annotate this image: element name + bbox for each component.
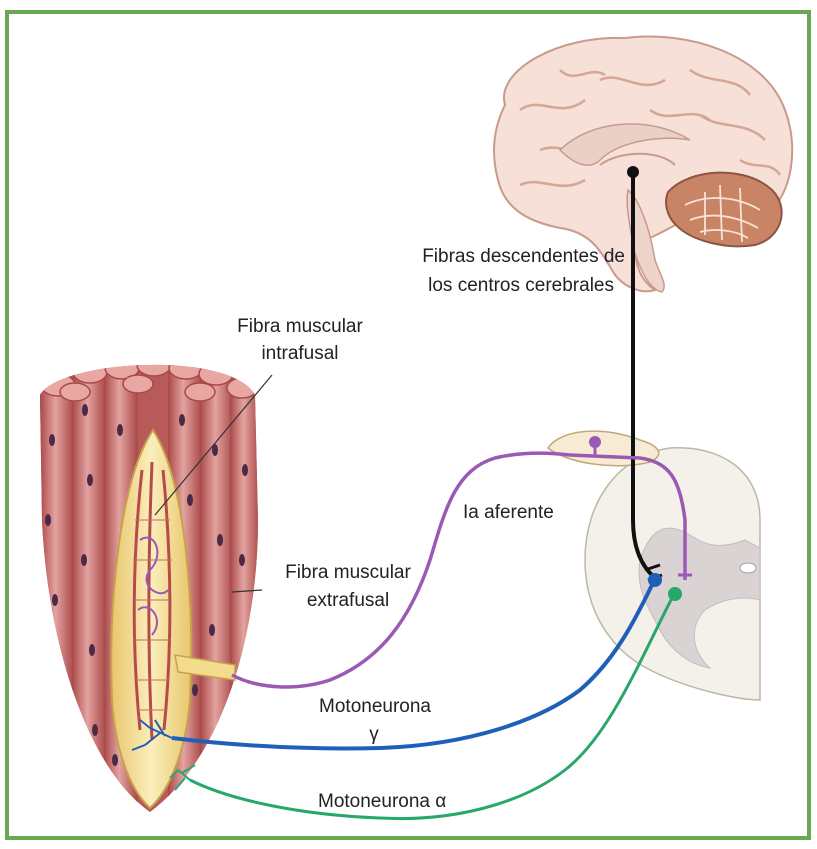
intrafusal-label-line1: Fibra muscular [237,316,363,337]
intrafusal-label-line2: intrafusal [261,343,338,364]
alpha-label: Motoneurona α [318,791,446,812]
afferent-label: Ia aferente [463,502,554,523]
gamma-label-line1: Motoneurona [319,696,431,717]
extrafusal-label-line1: Fibra muscular [285,562,411,583]
extrafusal-label-line2: extrafusal [307,590,389,611]
gamma-label-line2: γ [369,724,379,745]
descending-label-line1: Fibras descendentes de [422,246,625,267]
descending-label-line2: los centros cerebrales [428,275,614,296]
